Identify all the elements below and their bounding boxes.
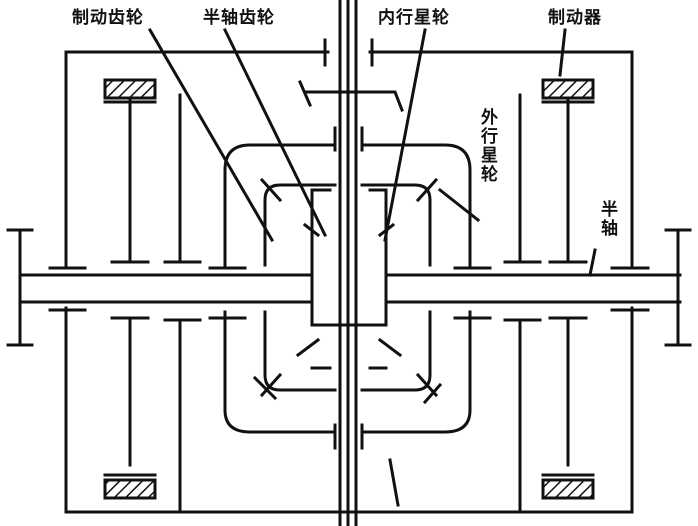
brake-pad-top-right	[541, 78, 595, 100]
label-brake-gear: 制动齿轮	[72, 8, 144, 28]
inner-carrier-top	[223, 143, 472, 267]
brake-pad-top-left	[103, 78, 157, 100]
right-half-shaft	[384, 273, 682, 304]
label-brake: 制动器	[548, 8, 602, 28]
label-inner-planet: 内行星轮	[378, 8, 450, 28]
label-half-shaft: 半轴	[597, 200, 617, 238]
label-half-shaft-gear: 半轴齿轮	[203, 8, 275, 28]
inner-carrier-bottom	[223, 310, 472, 434]
brake-pad-bottom-right	[541, 478, 595, 500]
label-outer-planet: 外行星轮	[477, 108, 497, 184]
brake-pad-bottom-left	[103, 478, 157, 500]
left-half-shaft	[18, 273, 314, 304]
